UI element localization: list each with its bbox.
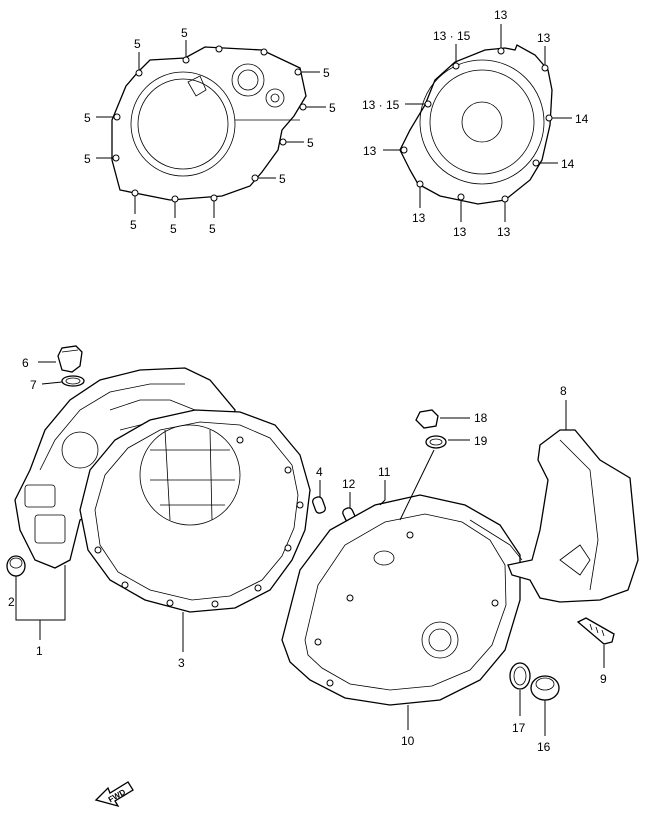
- callout-13: 13: [494, 8, 508, 22]
- cap-part-2: [6, 555, 26, 577]
- callout-10: 10: [401, 734, 415, 748]
- callout-11: 11: [378, 465, 391, 479]
- callout-5: 5: [84, 111, 91, 125]
- callout-5: 5: [181, 26, 188, 40]
- callouts-5: 5 5 5 5 5 5 5 5 5 5 5: [84, 26, 336, 236]
- callout-1: 1: [36, 644, 43, 658]
- o-ring-part-7: [61, 375, 85, 387]
- callout-5: 5: [307, 136, 314, 150]
- leader-lines-lower: [15, 361, 605, 736]
- callouts-13-14-15: 13 13 · 15 13 13 · 15 14 13 14 13 13 13: [362, 8, 589, 239]
- plug-part-18: [415, 409, 439, 429]
- o-ring-part-19: [425, 435, 447, 449]
- leader-lines-13-14: [383, 24, 572, 222]
- callout-9: 9: [600, 672, 607, 686]
- clutch-cover-gasket-part-3: [79, 409, 311, 613]
- callout-13: 13: [363, 144, 377, 158]
- callout-19: 19: [474, 434, 488, 448]
- callout-12: 12: [342, 477, 356, 491]
- callout-2: 2: [8, 595, 15, 609]
- callout-13-15: 13 · 15: [433, 29, 471, 43]
- plug-part-16: [530, 675, 560, 701]
- callout-13: 13: [537, 31, 551, 45]
- callout-14: 14: [575, 112, 589, 126]
- callout-5: 5: [209, 222, 216, 236]
- callout-14: 14: [561, 157, 575, 171]
- callout-13: 13: [497, 225, 511, 239]
- callout-3: 3: [178, 656, 185, 670]
- callout-5: 5: [170, 222, 177, 236]
- clutch-cover-outline: [111, 45, 307, 203]
- callout-5: 5: [130, 218, 137, 232]
- cover-guard-part-8: [507, 429, 639, 603]
- leader-lines-5: [96, 40, 326, 218]
- dowel-pin-part-4: [312, 496, 326, 514]
- callout-13: 13: [412, 211, 426, 225]
- callout-13-15: 13 · 15: [362, 98, 400, 112]
- o-ring-part-17: [509, 662, 531, 690]
- callout-5: 5: [134, 37, 141, 51]
- bolt-part-9: [576, 617, 615, 645]
- callout-18: 18: [474, 411, 488, 425]
- generator-cover-part-10: [281, 494, 523, 706]
- oil-filler-plug-part-6: [57, 345, 83, 373]
- callout-16: 16: [537, 740, 551, 754]
- fwd-arrow: FWD: [94, 781, 134, 808]
- callout-4: 4: [316, 465, 323, 479]
- generator-cover-outline: [399, 44, 553, 205]
- callout-7: 7: [30, 378, 37, 392]
- callouts-lower: 6 7 2 1 3 4 12 11 18 19 8 9 10 17 16: [8, 356, 607, 754]
- callout-5: 5: [329, 101, 336, 115]
- callout-6: 6: [22, 356, 29, 370]
- callout-5: 5: [323, 66, 330, 80]
- callout-13: 13: [453, 225, 467, 239]
- callout-5: 5: [84, 152, 91, 166]
- callout-17: 17: [512, 721, 526, 735]
- callout-8: 8: [560, 384, 567, 398]
- callout-5: 5: [279, 172, 286, 186]
